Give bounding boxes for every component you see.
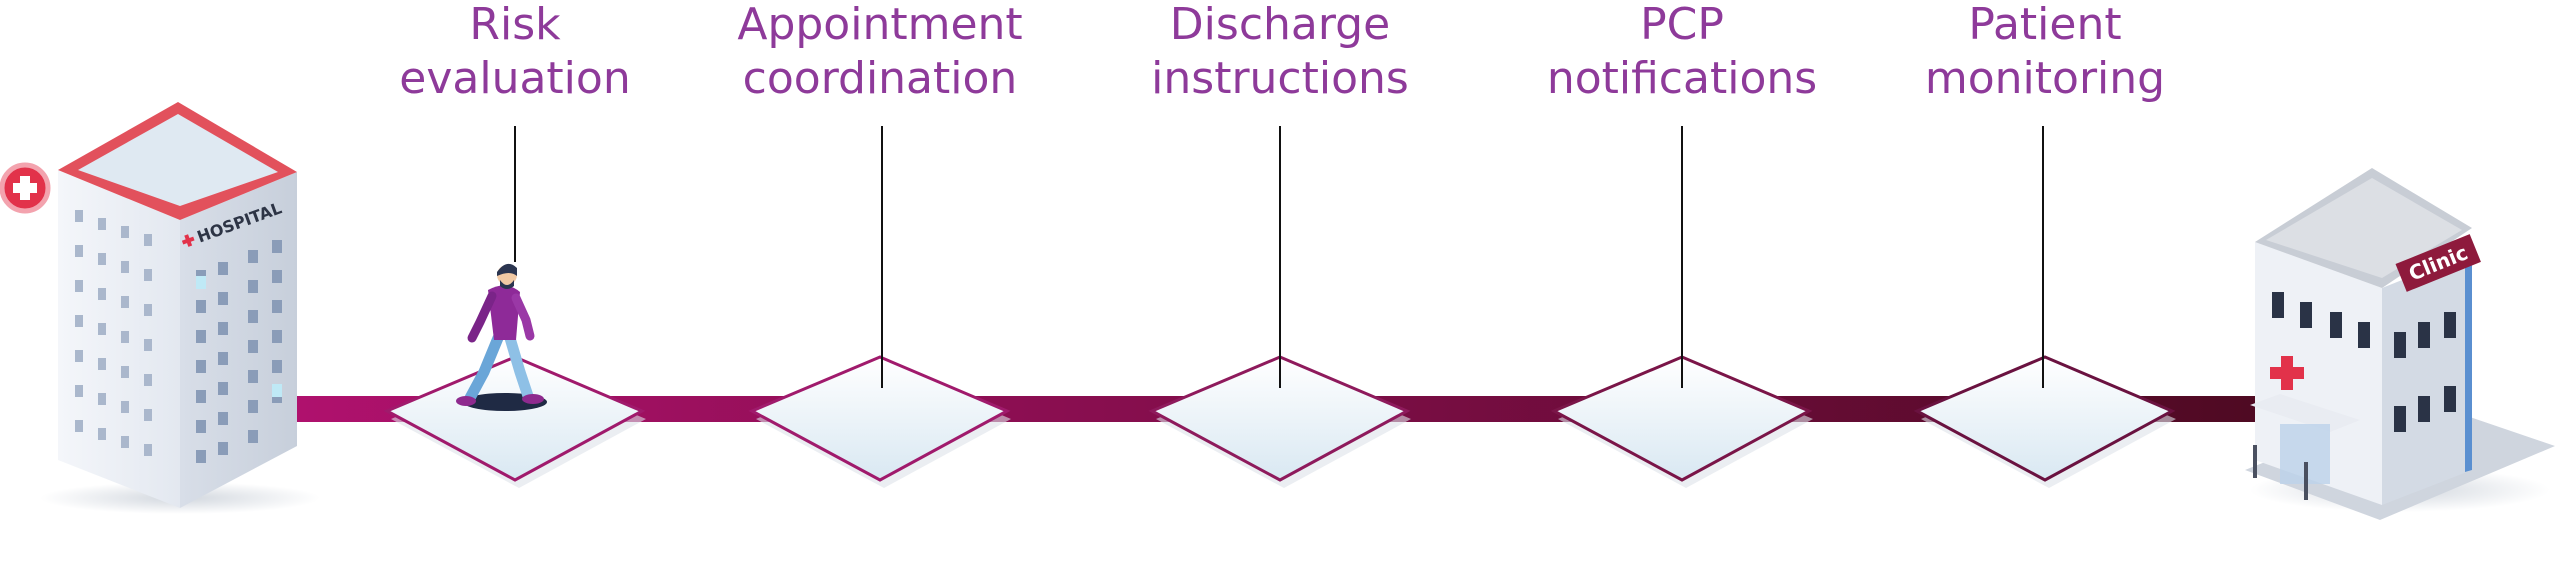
step-tile [748, 355, 1011, 488]
step-label-pcp-notifications: PCP notifications [1546, 0, 1818, 104]
walking-patient-icon [456, 263, 547, 411]
step-tile [1913, 355, 2176, 488]
hospital-building-icon: HOSPITAL [0, 102, 320, 514]
clinic-building-icon: Clinic [2245, 168, 2555, 520]
step-label-patient-monitoring: Patient monitoring [1924, 0, 2166, 104]
step-label-discharge-instructions: Discharge instructions [1151, 0, 1409, 104]
step-label-appointment-coordination: Appointment coordination [737, 0, 1023, 104]
step-tile [1550, 355, 1813, 488]
step-label-risk-evaluation: Risk evaluation [399, 0, 631, 104]
step-tile [1148, 355, 1411, 488]
